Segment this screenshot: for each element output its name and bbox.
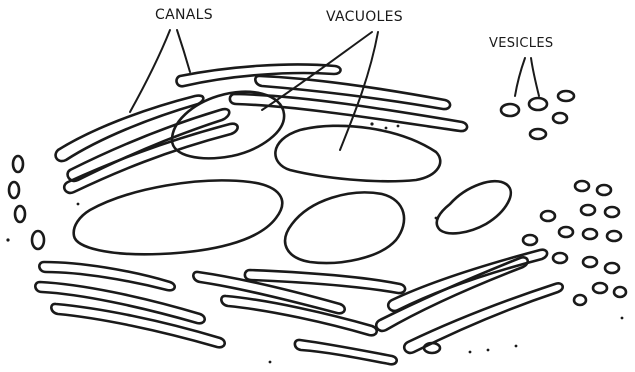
vacuole <box>275 126 440 181</box>
vesicle <box>553 113 567 123</box>
vacuoles <box>74 92 511 263</box>
canals-upper <box>56 64 468 192</box>
vesicle <box>581 205 595 215</box>
canal <box>388 250 547 311</box>
vesicle <box>597 185 611 195</box>
speckle <box>77 203 80 206</box>
canal <box>193 272 344 313</box>
vesicle <box>607 231 621 241</box>
vesicle <box>583 257 597 267</box>
canals-label: CANALS <box>155 8 213 22</box>
canal <box>35 282 204 323</box>
speckle <box>370 122 373 125</box>
vacuoles-pointer-left <box>262 32 372 110</box>
canal <box>39 262 174 290</box>
speckle <box>487 349 490 352</box>
speckles <box>6 122 623 363</box>
canals-lower <box>35 250 562 365</box>
vesicle <box>558 91 574 101</box>
vacuoles-label: VACUOLES <box>326 10 403 24</box>
speckle <box>6 238 9 241</box>
canals-pointer-right <box>177 30 190 72</box>
vacuole <box>74 180 283 254</box>
speckle <box>269 361 272 364</box>
vacuoles-pointer-right <box>340 32 378 150</box>
vesicles-label: VESICLES <box>489 37 553 50</box>
vesicle <box>530 129 546 139</box>
speckle <box>469 351 472 354</box>
vesicle <box>575 181 589 191</box>
vesicle <box>605 263 619 273</box>
vesicle <box>529 98 547 110</box>
canal <box>56 96 204 161</box>
vesicle <box>523 235 537 245</box>
vesicles-pointer-right <box>531 58 539 96</box>
vesicle <box>605 207 619 217</box>
canal <box>221 296 376 335</box>
speckle <box>385 127 388 130</box>
vesicles-pointers <box>515 58 539 96</box>
vesicle <box>9 182 19 198</box>
vesicle <box>501 104 519 116</box>
speckle <box>397 125 400 128</box>
vesicle <box>15 206 25 222</box>
vesicle <box>32 231 44 249</box>
vesicles <box>9 91 626 353</box>
vesicle <box>574 295 586 305</box>
vesicles-pointer-left <box>515 58 525 96</box>
vesicle <box>614 287 626 297</box>
vesicle <box>541 211 555 221</box>
vesicle <box>553 253 567 263</box>
vesicle <box>13 156 23 172</box>
vacuole <box>285 192 404 263</box>
canal <box>51 304 224 347</box>
speckle <box>621 317 624 320</box>
vesicle <box>583 229 597 239</box>
canal <box>245 270 405 293</box>
canals-pointer-left <box>130 30 170 112</box>
speckle <box>515 345 518 348</box>
speckle <box>435 217 438 220</box>
vacuole <box>437 181 511 233</box>
vesicle <box>593 283 607 293</box>
canal <box>295 340 397 364</box>
vesicle <box>559 227 573 237</box>
